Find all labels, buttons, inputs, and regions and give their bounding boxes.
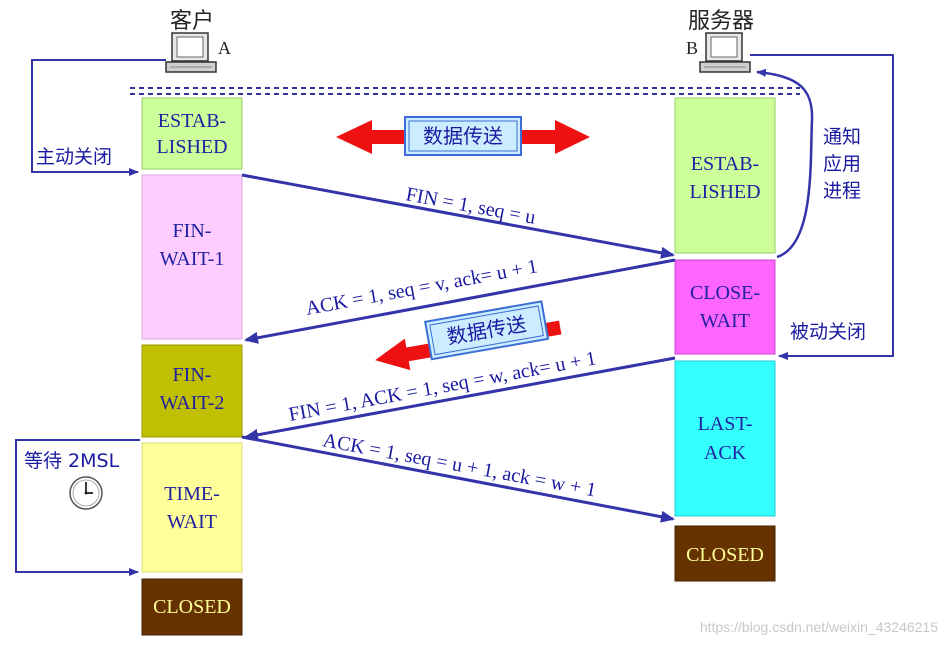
client-letter: A: [218, 38, 231, 58]
notify-app-line3: 进程: [823, 180, 861, 202]
data-transfer-label-top: 数据传送: [423, 124, 503, 148]
server-last-ack-line1: LAST-: [698, 413, 753, 435]
wait-2msl-arrow: [15, 439, 140, 576]
server-computer-icon: [699, 32, 751, 73]
server-state-established: [674, 97, 776, 254]
active-close-arrow: [31, 59, 166, 176]
server-state-last-ack: [674, 360, 776, 517]
wait-2msl-label: 等待 2MSL: [24, 450, 120, 472]
data-transfer-box-top: [404, 116, 522, 156]
server-established-line2: LISHED: [689, 181, 760, 203]
client-time-wait-line1: TIME-: [164, 483, 220, 505]
ack2-arrow: [241, 435, 675, 523]
fin1-arrow: [241, 173, 675, 259]
server-state-close-wait: [674, 259, 776, 355]
fin2-label: FIN = 1, ACK = 1, seq = w, ack= u + 1: [287, 347, 598, 426]
client-state-time-wait: [141, 442, 243, 573]
server-close-wait-line1: CLOSE-: [690, 282, 760, 304]
client-state-fin-wait-1: [141, 174, 243, 340]
ack2-label: ACK = 1, seq = u + 1, ack = w + 1: [321, 429, 598, 501]
ack1-arrow: [244, 258, 676, 344]
client-closed-label: CLOSED: [153, 596, 231, 618]
notify-app-line1: 通知: [823, 126, 861, 148]
fin1-label: FIN = 1, seq = u: [404, 183, 537, 229]
client-fin-wait-1-line2: WAIT-1: [160, 248, 225, 270]
data-transfer-box-top-inner: [408, 120, 518, 152]
server-title: 服务器: [688, 9, 754, 34]
client-title: 客户: [170, 9, 214, 34]
notify-app-arrow: [756, 68, 814, 259]
client-state-closed: [141, 578, 243, 636]
server-closed-label: CLOSED: [686, 544, 764, 566]
client-time-wait-line2: WAIT: [167, 511, 217, 533]
server-state-closed: [674, 525, 776, 582]
client-fin-wait-2-line1: FIN-: [173, 364, 212, 386]
server-letter: B: [686, 38, 698, 58]
server-close-wait-line2: WAIT: [700, 310, 750, 332]
notify-app-line2: 应用: [823, 153, 861, 175]
client-fin-wait-2-line2: WAIT-2: [160, 392, 225, 414]
client-established-line1: ESTAB-: [158, 110, 226, 132]
passive-close-label: 被动关闭: [790, 321, 866, 343]
clock-icon: [69, 476, 103, 510]
client-established-line2: LISHED: [156, 136, 227, 158]
passive-close-arrow: [750, 54, 894, 360]
server-last-ack-line2: ACK: [704, 442, 747, 464]
active-close-label: 主动关闭: [36, 146, 112, 168]
data-transfer-one-way-arrow: 数据传送: [375, 300, 562, 371]
watermark: https://blog.csdn.net/weixin_43246215: [700, 619, 938, 635]
fin2-arrow: [244, 356, 676, 441]
client-state-established: [141, 97, 243, 170]
client-computer-icon: [165, 32, 217, 73]
network-dashed-line: [130, 87, 800, 95]
client-fin-wait-1-line1: FIN-: [173, 220, 212, 242]
server-established-line1: ESTAB-: [691, 153, 759, 175]
client-state-fin-wait-2: [141, 344, 243, 438]
